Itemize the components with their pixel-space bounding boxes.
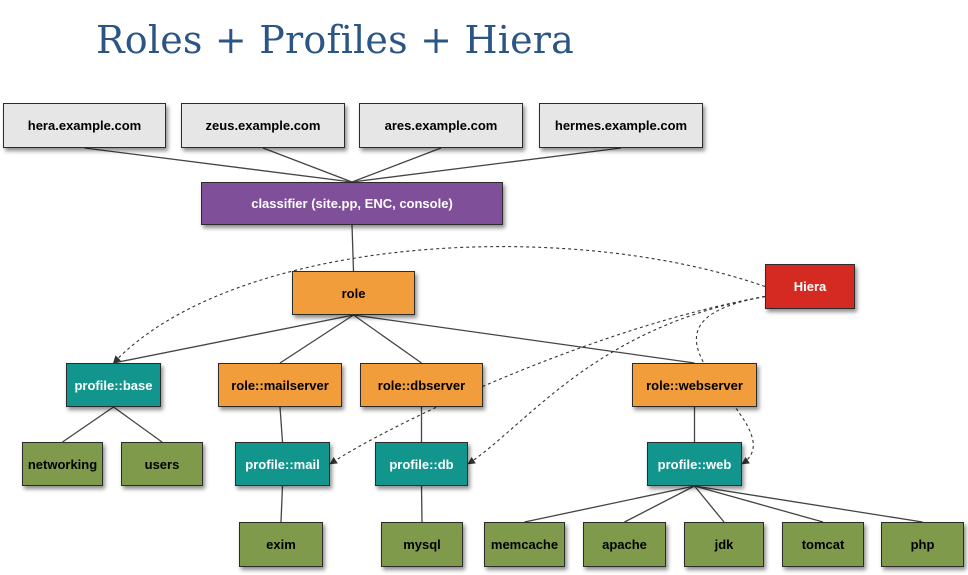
slide-title: Roles + Profiles + Hiera bbox=[96, 18, 575, 62]
edge-hera-to-classifier bbox=[84, 147, 353, 183]
hiera-data-flows bbox=[112, 246, 766, 465]
node-users: users bbox=[121, 442, 203, 486]
node-memcache: memcache bbox=[484, 522, 565, 567]
node-profile-db: profile::db bbox=[375, 442, 468, 486]
node-apache: apache bbox=[583, 522, 666, 567]
node-mysql: mysql bbox=[381, 522, 463, 567]
edge-classifier-to-role bbox=[351, 224, 355, 272]
node-hera-host: hera.example.com bbox=[3, 103, 166, 148]
edge-profile_base-to-networking bbox=[62, 406, 114, 443]
node-networking: networking bbox=[22, 442, 103, 486]
node-role-mailserver: role::mailserver bbox=[218, 363, 342, 407]
dataflow-hiera-to-profile_base bbox=[112, 246, 766, 364]
edge-role-to-role_mailserver bbox=[279, 314, 354, 364]
node-hermes-host: hermes.example.com bbox=[539, 103, 703, 148]
node-hiera: Hiera bbox=[765, 264, 855, 309]
edge-profile_db-to-mysql bbox=[420, 485, 423, 523]
node-jdk: jdk bbox=[684, 522, 764, 567]
dataflow-hiera-to-profile_mail bbox=[329, 295, 766, 465]
node-ares-host: ares.example.com bbox=[359, 103, 523, 148]
edge-profile_mail-to-exim bbox=[280, 485, 284, 523]
node-classifier: classifier (site.pp, ENC, console) bbox=[201, 182, 503, 225]
edge-role-to-role_dbserver bbox=[353, 314, 422, 364]
node-tomcat: tomcat bbox=[782, 522, 864, 567]
hierarchy-edges bbox=[62, 147, 923, 523]
edge-profile_web-to-php bbox=[694, 485, 923, 523]
edge-profile_base-to-users bbox=[113, 406, 163, 443]
edge-role-to-profile_base bbox=[113, 314, 354, 364]
edge-profile_web-to-memcache bbox=[524, 485, 695, 523]
node-exim: exim bbox=[239, 522, 323, 567]
edge-ares-to-classifier bbox=[351, 147, 442, 183]
edge-role-to-role_webserver bbox=[353, 314, 695, 364]
node-role-webserver: role::webserver bbox=[632, 363, 757, 407]
edge-profile_web-to-tomcat bbox=[694, 485, 824, 523]
node-profile-base: profile::base bbox=[66, 363, 161, 407]
node-profile-mail: profile::mail bbox=[235, 442, 330, 486]
edge-profile_web-to-apache bbox=[624, 485, 695, 523]
edge-profile_web-to-jdk bbox=[693, 485, 725, 523]
node-profile-web: profile::web bbox=[647, 442, 742, 486]
node-role-dbserver: role::dbserver bbox=[360, 363, 483, 407]
node-zeus-host: zeus.example.com bbox=[181, 103, 345, 148]
edge-role_mailserver-to-profile_mail bbox=[279, 406, 284, 443]
node-php: php bbox=[881, 522, 964, 567]
edge-hermes-to-classifier bbox=[351, 147, 622, 183]
edge-zeus-to-classifier bbox=[262, 147, 353, 183]
node-role: role bbox=[292, 271, 415, 315]
